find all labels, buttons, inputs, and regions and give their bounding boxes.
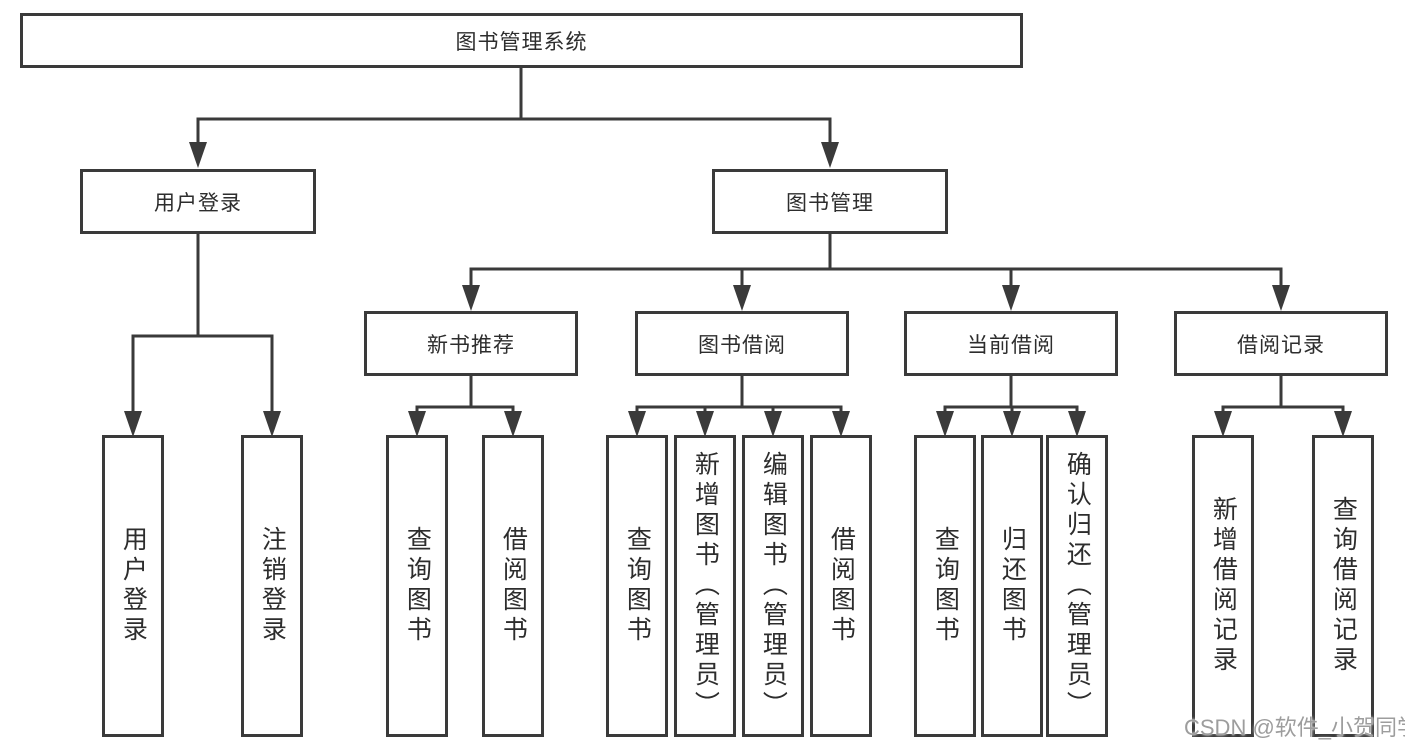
- leaf-edit-book-admin: 编辑图书（管理员）: [742, 435, 804, 737]
- leaf-borrow-query-books-label: 查询图书: [623, 526, 652, 646]
- connector-book-management-children: [469, 232, 1283, 288]
- leaf-logout: 注销登录: [241, 435, 303, 737]
- leaf-recommend-query-books-label: 查询图书: [403, 526, 432, 646]
- node-borrow-records: 借阅记录: [1174, 311, 1388, 376]
- leaf-query-borrow-record: 查询借阅记录: [1312, 435, 1374, 737]
- node-new-book-recommend: 新书推荐: [364, 311, 578, 376]
- leaf-edit-book-admin-label: 编辑图书（管理员）: [759, 451, 788, 721]
- connector-new-book-children: [415, 374, 515, 414]
- leaf-confirm-return-admin-label: 确认归还（管理员）: [1063, 451, 1092, 721]
- node-book-borrow-label: 图书借阅: [698, 333, 786, 357]
- leaf-return-book-label: 归还图书: [998, 526, 1027, 646]
- leaf-add-book-admin: 新增图书（管理员）: [674, 435, 736, 737]
- leaf-return-book: 归还图书: [981, 435, 1043, 737]
- leaf-borrow-query-books: 查询图书: [606, 435, 668, 737]
- connector-root-to-level2: [196, 66, 832, 145]
- node-new-book-recommend-label: 新书推荐: [427, 333, 515, 357]
- node-book-management: 图书管理: [712, 169, 948, 234]
- leaf-user-login: 用户登录: [102, 435, 164, 737]
- connector-user-login-children: [131, 232, 274, 414]
- leaf-user-login-label: 用户登录: [119, 526, 148, 646]
- leaf-current-query-books-label: 查询图书: [931, 526, 960, 646]
- leaf-query-borrow-record-label: 查询借阅记录: [1329, 496, 1358, 676]
- leaf-borrow-borrow-books: 借阅图书: [810, 435, 872, 737]
- connector-borrow-records-children: [1221, 374, 1345, 414]
- leaf-recommend-query-books: 查询图书: [386, 435, 448, 737]
- leaf-recommend-borrow-books: 借阅图书: [482, 435, 544, 737]
- csdn-watermark: CSDN @软件_小贺同学: [1184, 715, 1405, 740]
- leaf-current-query-books: 查询图书: [914, 435, 976, 737]
- connector-current-borrow-children: [943, 374, 1079, 414]
- node-book-management-label: 图书管理: [786, 191, 874, 215]
- leaf-add-borrow-record: 新增借阅记录: [1192, 435, 1254, 737]
- node-root: 图书管理系统: [20, 13, 1023, 68]
- leaf-add-book-admin-label: 新增图书（管理员）: [691, 451, 720, 721]
- leaf-borrow-borrow-books-label: 借阅图书: [827, 526, 856, 646]
- node-borrow-records-label: 借阅记录: [1237, 333, 1325, 357]
- node-root-label: 图书管理系统: [455, 30, 588, 54]
- leaf-recommend-borrow-books-label: 借阅图书: [499, 526, 528, 646]
- node-current-borrow: 当前借阅: [904, 311, 1118, 376]
- leaf-logout-label: 注销登录: [258, 526, 287, 646]
- leaf-add-borrow-record-label: 新增借阅记录: [1209, 496, 1238, 676]
- node-user-login-label: 用户登录: [154, 191, 242, 215]
- connector-book-borrow-children: [635, 374, 843, 414]
- node-book-borrow: 图书借阅: [635, 311, 849, 376]
- leaf-confirm-return-admin: 确认归还（管理员）: [1046, 435, 1108, 737]
- node-user-login: 用户登录: [80, 169, 316, 234]
- node-current-borrow-label: 当前借阅: [967, 333, 1055, 357]
